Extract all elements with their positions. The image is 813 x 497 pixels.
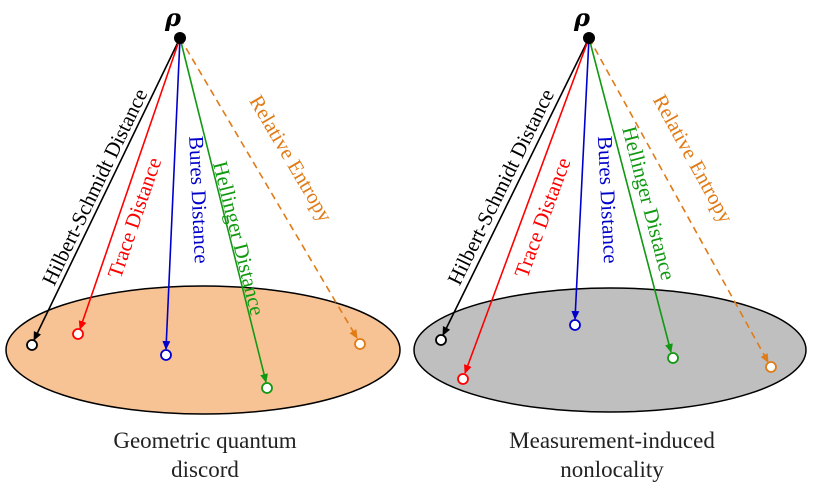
bures-label: Bures Distance bbox=[184, 135, 214, 264]
trace-closest-state bbox=[72, 328, 84, 340]
bures-label: Bures Distance bbox=[593, 135, 623, 264]
relative-entropy-closest-state bbox=[354, 338, 366, 350]
bures-arrow bbox=[571, 37, 590, 320]
hilbert-schmidt-arrow bbox=[442, 37, 590, 336]
relative-entropy-closest-state bbox=[765, 361, 777, 373]
panel-measurement-induced-nonlocality: ρ Hilbert-Schmidt Distance Trace Distanc… bbox=[413, 3, 807, 482]
hilbert-schmidt-closest-state bbox=[435, 334, 447, 346]
bures-closest-state bbox=[160, 349, 172, 361]
bures-closest-state bbox=[569, 319, 581, 331]
hellinger-arrow bbox=[179, 37, 268, 383]
hellinger-arrow bbox=[588, 37, 673, 353]
rho-state-dot bbox=[174, 32, 186, 44]
relative-entropy-arrow bbox=[588, 37, 769, 363]
hilbert-schmidt-arrow bbox=[33, 37, 181, 341]
bures-arrow bbox=[162, 37, 181, 350]
panel-caption-line1: Measurement-induced bbox=[509, 428, 715, 453]
state-space-ellipse bbox=[5, 285, 401, 415]
hellinger-closest-state bbox=[261, 382, 273, 394]
rho-symbol: ρ bbox=[164, 3, 182, 32]
trace-closest-state bbox=[457, 373, 469, 385]
relative-entropy-label: Relative Entropy bbox=[244, 91, 337, 227]
trace-arrow bbox=[78, 37, 181, 330]
rho-state-dot bbox=[583, 32, 595, 44]
hellinger-closest-state bbox=[667, 352, 679, 364]
panel-caption-line1: Geometric quantum bbox=[113, 428, 296, 453]
rho-symbol: ρ bbox=[573, 3, 591, 32]
panel-caption-line2: nonlocality bbox=[560, 457, 664, 482]
hilbert-schmidt-closest-state bbox=[26, 339, 38, 351]
relative-entropy-arrow bbox=[179, 37, 358, 339]
state-space-ellipse bbox=[413, 287, 807, 413]
panel-caption-line2: discord bbox=[171, 457, 239, 482]
panel-geometric-quantum-discord: ρ Hilbert-Schmidt Distance Trace Distanc… bbox=[5, 3, 401, 482]
trace-arrow bbox=[464, 37, 590, 374]
